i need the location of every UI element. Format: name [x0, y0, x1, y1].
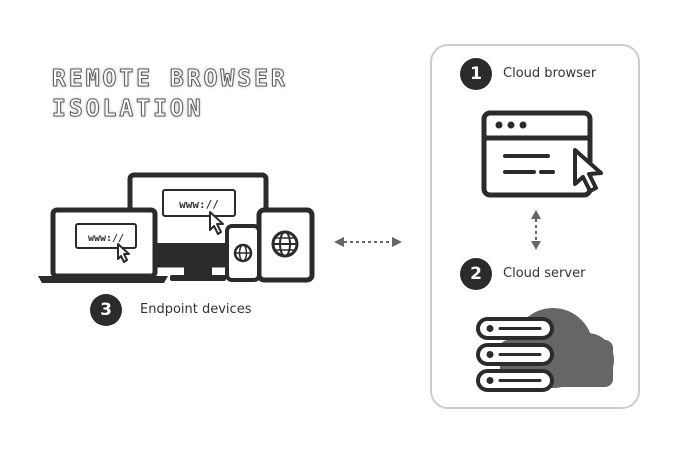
step-label-cloud-browser: Cloud browser — [503, 66, 597, 81]
step-badge-2: 2 — [460, 258, 492, 290]
server-icon — [476, 317, 554, 392]
step-badge-3: 3 — [90, 294, 122, 326]
cursor-icon — [117, 243, 130, 263]
title-line-1: REMOTE BROWSER — [52, 66, 288, 93]
step-label-endpoint-devices: Endpoint devices — [140, 302, 252, 317]
laptop-url-text: www:// — [88, 233, 124, 244]
step-label-cloud-server: Cloud server — [503, 266, 586, 281]
step-badge-1: 1 — [460, 58, 492, 90]
vertical-connector-arrow — [531, 210, 541, 250]
globe-icon — [271, 230, 299, 258]
title-line-2: ISOLATION — [52, 96, 204, 123]
globe-icon — [233, 243, 253, 263]
browser-window-icon — [481, 110, 593, 198]
cursor-icon — [573, 148, 603, 193]
laptop-address-bar: www:// — [75, 223, 137, 249]
monitor-url-text: www:// — [179, 198, 219, 211]
horizontal-connector-arrow — [334, 237, 402, 247]
cursor-icon — [209, 211, 224, 235]
monitor-address-bar: www:// — [162, 189, 236, 217]
